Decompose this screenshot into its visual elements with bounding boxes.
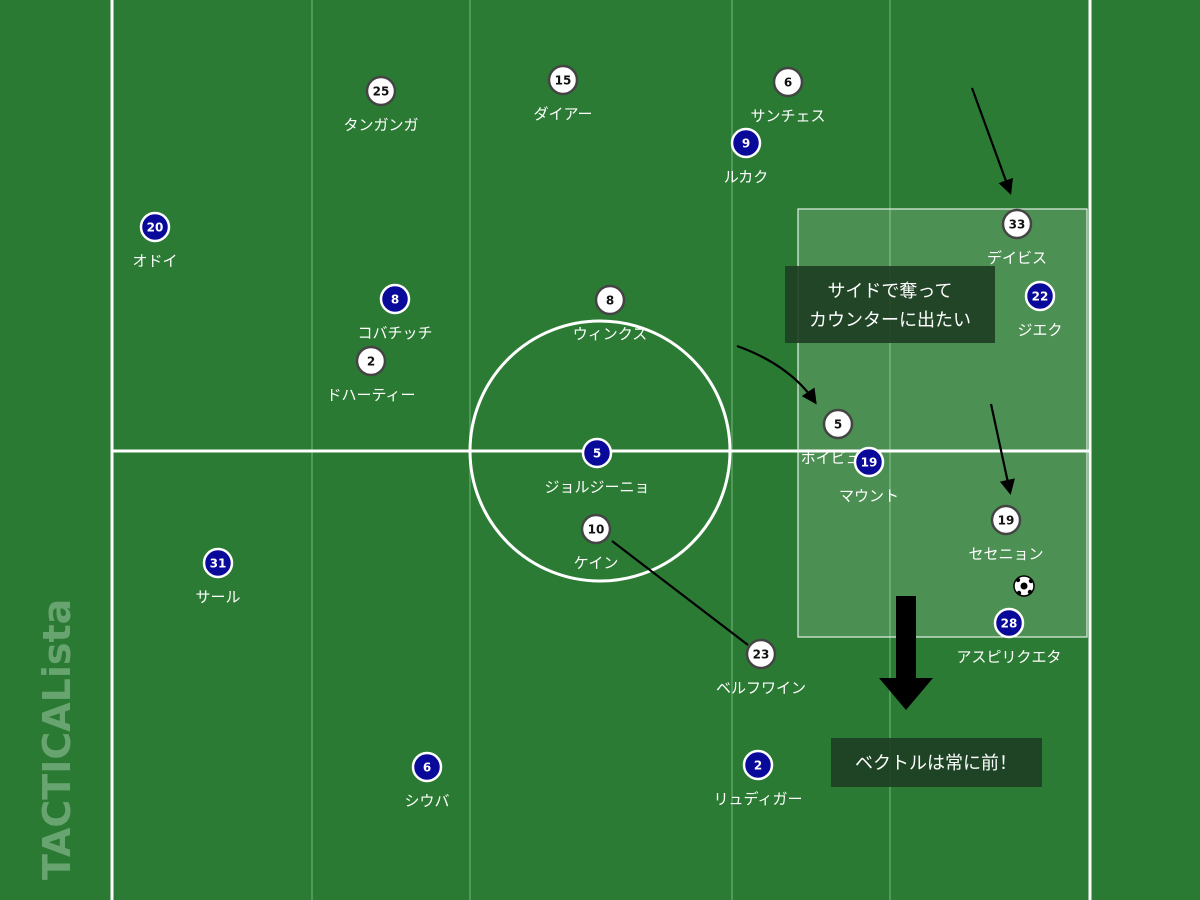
arrow-line [611,540,749,646]
player-marker-blue: 31 サール [195,547,241,606]
player-number: 10 [588,523,605,537]
player-circle [411,751,443,783]
player-number: 6 [423,761,431,775]
player-marker-white: 10 ケイン [574,513,619,572]
note-vector: ベクトルは常に前！ [831,738,1042,787]
player-circle [853,446,885,478]
player-name: ドハーティー [326,386,415,404]
player-name: ケイン [574,554,619,572]
player-marker-blue: 9 ルカク [724,127,769,186]
player-marker-white: 15 ダイアー [533,64,593,123]
player-number: 9 [742,137,750,151]
player-circle [772,66,804,98]
player-number: 5 [834,418,842,432]
player-name: アスピリクエタ [956,648,1061,666]
player-circle [547,64,579,96]
player-name: ダイアー [533,105,592,123]
player-circle [822,408,854,440]
player-marker-blue: 2 リュディガー [714,749,803,808]
player-name: リュディガー [714,790,803,808]
player-name: ベルフワイン [716,679,806,697]
note-line-2: カウンターに出たい [809,310,971,331]
player-marker-blue: 20 オドイ [132,211,178,270]
player-name: コバチッチ [357,324,432,342]
player-number: 8 [391,293,399,307]
big-down-arrow [879,596,933,710]
player-name: シウバ [404,792,449,810]
players-layer: 25タンガンガ15ダイアー6サンチェス33デイビス8ウィンクス2ドハーティー5ホ… [132,64,1063,810]
player-name: ルカク [724,168,769,186]
player-name: セセニョン [968,545,1043,563]
player-name: タンガンガ [343,116,418,134]
note-vector-text: ベクトルは常に前！ [855,753,1017,774]
player-marker-white: 33 デイビス [987,208,1047,267]
arrow-line [989,403,1015,496]
player-name: ウィンクス [573,325,648,343]
movement-arrows [611,87,1015,646]
player-marker-white: 2 ドハーティー [326,345,416,404]
player-number: 23 [753,648,770,662]
note-line-1: サイドで奪って [827,281,952,302]
player-marker-blue: 5 ジョルジーニョ [544,437,650,496]
player-marker-white: 6 サンチェス [750,66,826,125]
player-number: 15 [555,74,572,88]
player-number: 25 [373,85,390,99]
player-number: 2 [754,759,762,773]
pitch-lines [110,0,1092,900]
player-number: 6 [784,76,792,90]
player-name: デイビス [987,249,1047,267]
note-side-counter: サイドで奪って カウンターに出たい [785,266,995,343]
player-number: 5 [593,447,601,461]
player-circle [742,749,774,781]
player-name: ジエク [1017,321,1062,339]
player-circle [365,75,397,107]
watermark: TACTICALista [35,599,79,880]
player-circle [745,638,777,670]
player-number: 31 [210,557,227,571]
player-circle [594,284,626,316]
player-circle [379,283,411,315]
player-circle [1024,280,1056,312]
player-marker-blue: 6 シウバ [404,751,450,810]
arrow-line [970,87,1014,195]
player-marker-white: 25 タンガンガ [343,75,419,134]
player-circle [580,513,612,545]
player-marker-blue: 19 マウント [839,446,899,505]
player-circle [730,127,762,159]
player-marker-white: 23 ベルフワイン [716,638,806,697]
player-circle [202,547,234,579]
player-circle [139,211,171,243]
player-name: ジョルジーニョ [544,478,649,496]
player-marker-blue: 8 コバチッチ [357,283,433,342]
player-marker-white: 8 ウィンクス [573,284,648,343]
player-number: 20 [147,221,164,235]
player-number: 28 [1001,617,1018,631]
player-number: 33 [1009,218,1026,232]
player-circle [581,437,613,469]
player-number: 19 [861,456,878,470]
player-name: オドイ [132,252,177,270]
player-circle [1001,208,1033,240]
player-marker-blue: 22 ジエク [1017,280,1063,339]
player-circle [355,345,387,377]
player-name: サール [195,588,240,606]
player-number: 2 [367,355,375,369]
player-circle [993,607,1025,639]
arrow-line [736,344,817,405]
player-number: 8 [606,294,614,308]
player-marker-blue: 28 アスピリクエタ [956,607,1062,666]
soccer-ball-icon [1013,575,1035,597]
player-name: マウント [839,487,899,505]
player-number: 19 [998,514,1015,528]
player-name: サンチェス [750,107,825,125]
player-circle [990,504,1022,536]
player-marker-white: 19 セセニョン [968,504,1044,563]
player-number: 22 [1032,290,1049,304]
